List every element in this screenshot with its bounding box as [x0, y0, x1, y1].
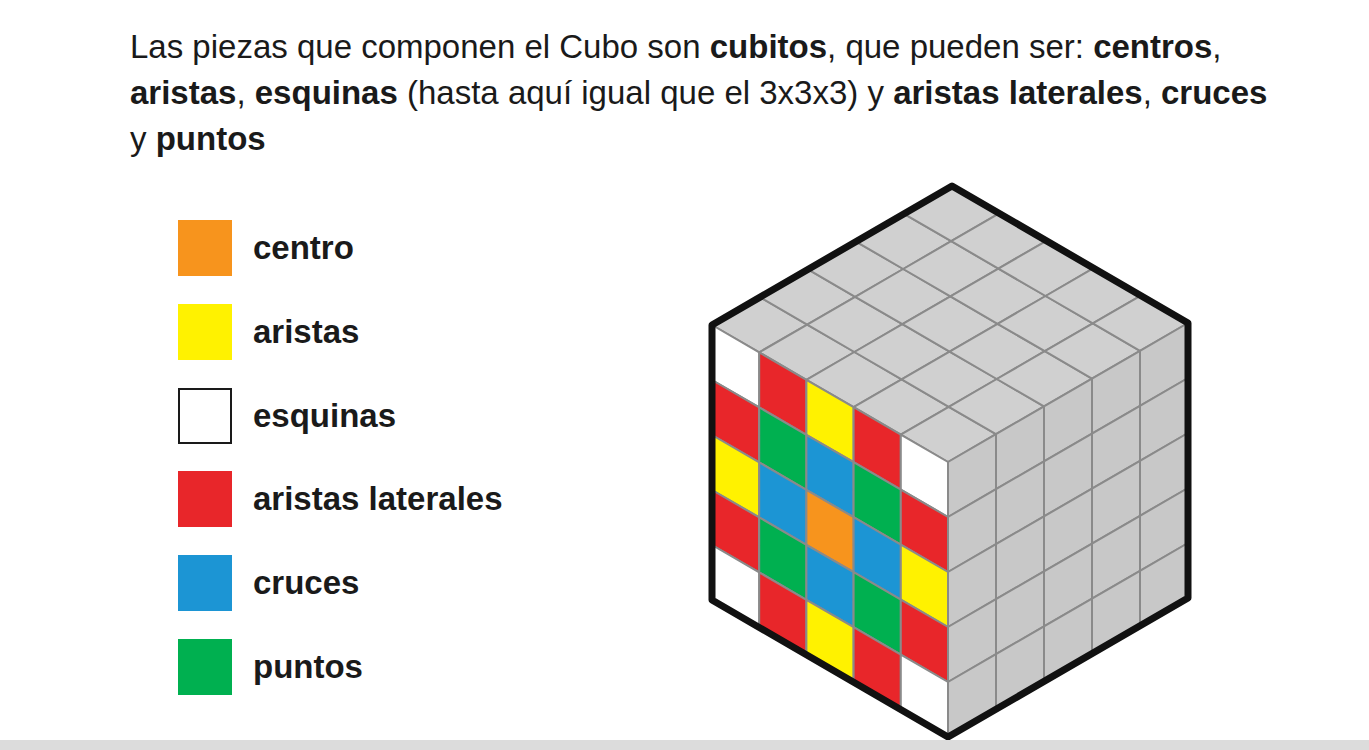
- body-text: ,: [1212, 28, 1221, 65]
- bold-term: cubitos: [710, 28, 827, 65]
- cube-outline: [712, 186, 1188, 737]
- legend-swatch: [178, 220, 232, 276]
- legend-text: aristas: [253, 312, 359, 352]
- legend-swatch: [178, 304, 232, 360]
- body-text: ,: [236, 74, 245, 111]
- legend-text: cruces: [253, 563, 359, 603]
- legend-text: centro: [253, 228, 354, 268]
- bottom-strip: [0, 740, 1369, 750]
- body-text: , que pueden ser:: [827, 28, 1084, 65]
- legend-swatch: [178, 388, 232, 444]
- body-text: ,: [1143, 74, 1152, 111]
- legend-swatch: [178, 471, 232, 527]
- bold-term: centros: [1093, 28, 1212, 65]
- body-text: (hasta aquí igual que el 3x3x3) y: [407, 74, 884, 111]
- legend-swatch: [178, 555, 232, 611]
- legend-text: esquinas: [253, 396, 396, 436]
- bold-term: aristas: [130, 74, 236, 111]
- legend-text: puntos: [253, 647, 363, 687]
- bold-term: cruces: [1161, 74, 1267, 111]
- body-text: y: [130, 120, 147, 157]
- bold-term: puntos: [156, 120, 266, 157]
- bold-term: esquinas: [255, 74, 398, 111]
- body-text: Las piezas que componen el Cubo son: [130, 28, 701, 65]
- legend-swatch: [178, 639, 232, 695]
- legend-text: aristas laterales: [253, 479, 503, 519]
- intro-paragraph: Las piezas que componen el Cubo son cubi…: [130, 24, 1280, 162]
- bold-term: aristas laterales: [893, 74, 1143, 111]
